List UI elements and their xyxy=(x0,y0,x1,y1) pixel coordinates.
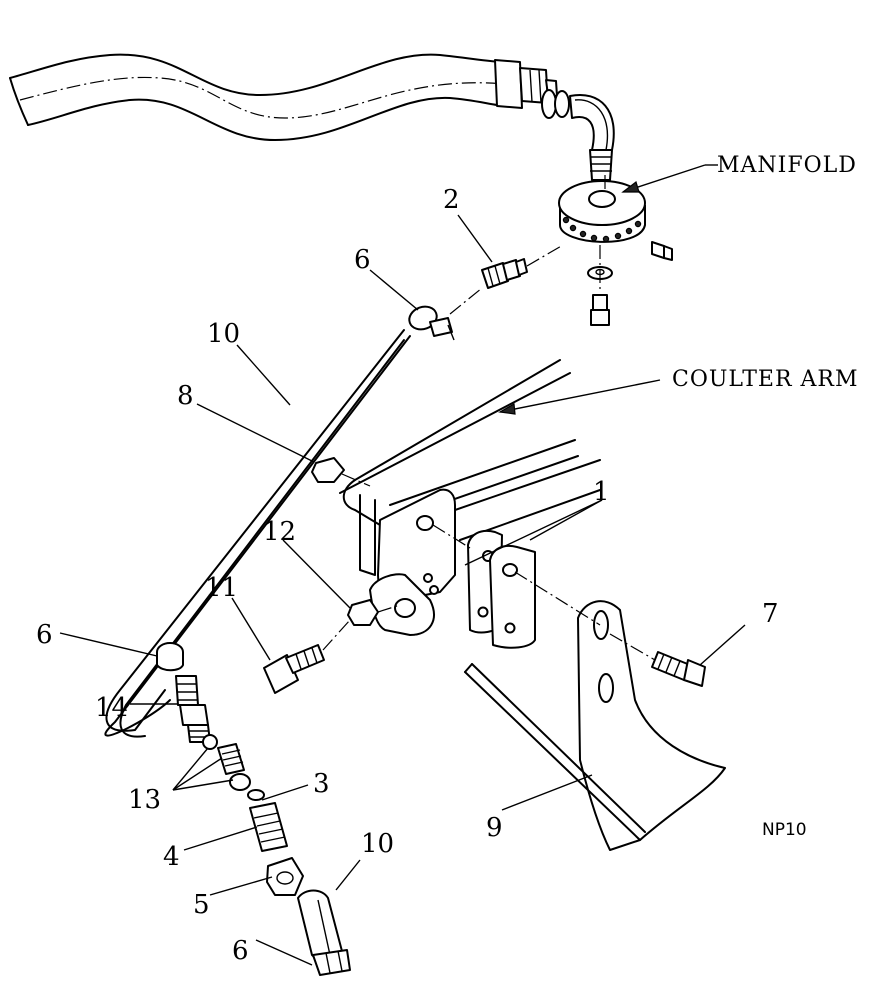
part-13-components xyxy=(202,734,251,791)
part-number-6-mid: 6 xyxy=(36,620,53,650)
part-number-5: 5 xyxy=(193,890,210,920)
manifold-plug xyxy=(651,241,673,261)
part-number-14: 14 xyxy=(95,693,128,723)
part-6-nut-mid xyxy=(156,642,184,672)
part-number-2: 2 xyxy=(443,185,460,215)
part-number-13: 13 xyxy=(128,785,161,815)
coulter-arm-label: COULTER ARM xyxy=(672,367,859,392)
part-10-bottom-tube xyxy=(297,889,344,962)
part-3-oring xyxy=(247,789,265,801)
part-number-4: 4 xyxy=(163,842,180,872)
tube xyxy=(104,329,411,738)
diagram-code: NP10 xyxy=(762,820,807,840)
part-number-6-bottom: 6 xyxy=(232,936,249,966)
part-number-10-bottom: 10 xyxy=(361,829,394,859)
part-number-11: 11 xyxy=(205,573,238,603)
coulter-arm-lower-clevis xyxy=(369,573,435,636)
part-number-8: 8 xyxy=(177,381,194,411)
coulter-arm-callout: COULTER ARM xyxy=(498,367,859,415)
part-7-bolt xyxy=(651,651,706,687)
part-2-fitting xyxy=(481,258,528,289)
leader-lines xyxy=(59,214,746,966)
elbow-fitting xyxy=(569,93,615,181)
part-5-nut xyxy=(266,857,304,896)
manifold-bolt xyxy=(590,245,610,326)
part-9-coulter-blade xyxy=(464,600,726,851)
supply-hose xyxy=(9,53,506,141)
part-4-nozzle xyxy=(249,802,288,852)
part-11-bolt xyxy=(263,644,325,694)
part-8-nut xyxy=(311,457,345,483)
part-12-nut xyxy=(347,599,379,626)
part-number-3: 3 xyxy=(313,769,330,799)
part-number-7: 7 xyxy=(762,599,779,629)
part-number-10-top: 10 xyxy=(207,319,240,349)
part-number-1: 1 xyxy=(593,477,610,507)
part-number-9: 9 xyxy=(486,813,503,843)
manifold-callout: MANIFOLD xyxy=(621,153,857,193)
part-number-6-top: 6 xyxy=(354,245,371,275)
manifold-label: MANIFOLD xyxy=(717,153,857,178)
part-number-labels: 2 6 10 8 1 12 11 7 6 14 13 3 4 10 9 5 6 … xyxy=(36,185,807,966)
part-6-nut-bottom xyxy=(312,949,351,976)
hose-fitting xyxy=(494,59,570,119)
part-6-clamp-top xyxy=(408,305,455,341)
part-number-12: 12 xyxy=(263,517,296,547)
part-14-fitting xyxy=(175,675,211,743)
